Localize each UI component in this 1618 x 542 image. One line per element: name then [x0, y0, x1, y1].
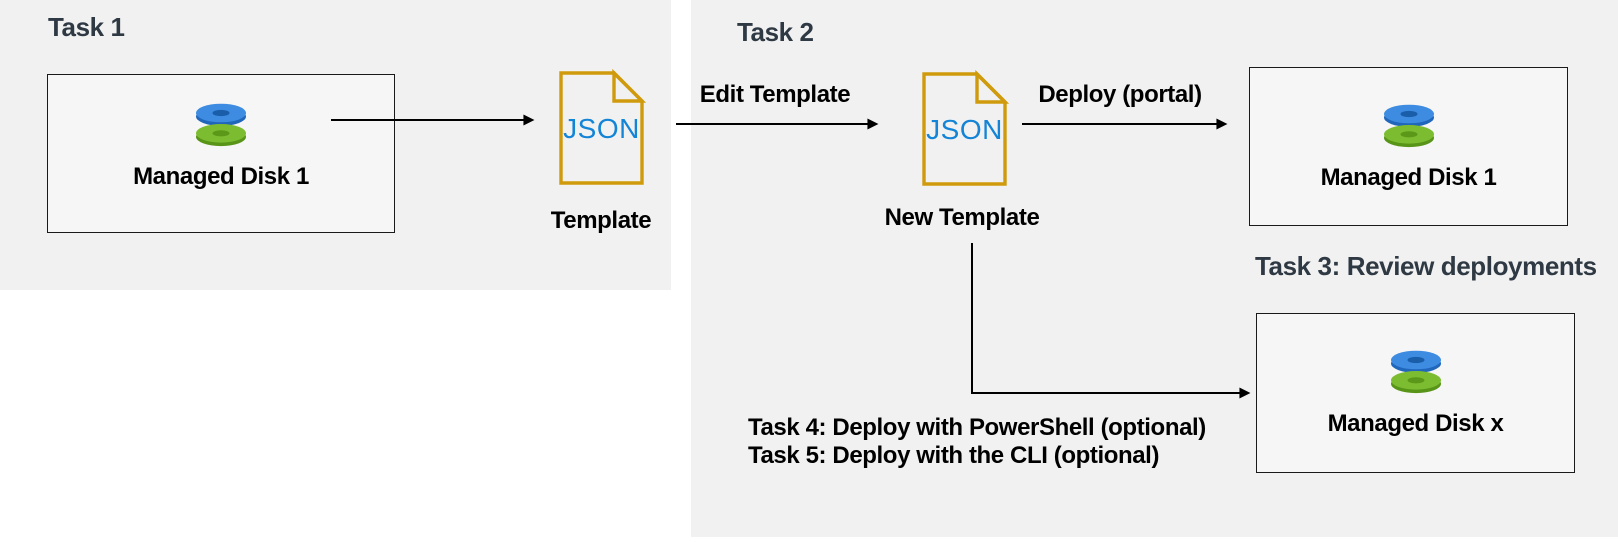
deploy-portal-label: Deploy (portal)	[1038, 81, 1202, 108]
managed-disk-icon	[1390, 350, 1441, 394]
managed-disk-1-box: Managed Disk 1	[47, 74, 395, 233]
optional-tasks-block: Task 4: Deploy with PowerShell (optional…	[748, 414, 1206, 469]
task5-label: Task 5: Deploy with the CLI (optional)	[748, 441, 1160, 469]
managed-disk-icon	[1383, 104, 1434, 148]
task2-heading: Task 2	[737, 17, 814, 47]
json-doc-label: JSON	[926, 114, 1003, 145]
json-doc-label: JSON	[563, 113, 640, 144]
task3-heading: Task 3: Review deployments	[1255, 251, 1597, 281]
json-file-icon	[922, 69, 1010, 186]
task1-heading: Task 1	[48, 12, 125, 42]
json-template-file: JSON	[557, 68, 647, 187]
task4-label: Task 4: Deploy with PowerShell (optional…	[748, 414, 1206, 441]
managed-disk-1-deployed-box: Managed Disk 1	[1249, 67, 1568, 226]
new-template-label: New Template	[884, 204, 1040, 231]
json-file-icon	[559, 68, 647, 185]
managed-disk-x-box: Managed Disk x	[1256, 313, 1575, 473]
new-json-template-file: JSON	[920, 69, 1010, 188]
managed-disk-label: Managed Disk x	[1327, 410, 1504, 437]
template-label: Template	[550, 207, 652, 234]
managed-disk-label: Managed Disk 1	[133, 163, 309, 190]
managed-disk-icon	[196, 103, 246, 147]
edit-template-label: Edit Template	[699, 81, 851, 108]
managed-disk-label: Managed Disk 1	[1320, 164, 1497, 191]
